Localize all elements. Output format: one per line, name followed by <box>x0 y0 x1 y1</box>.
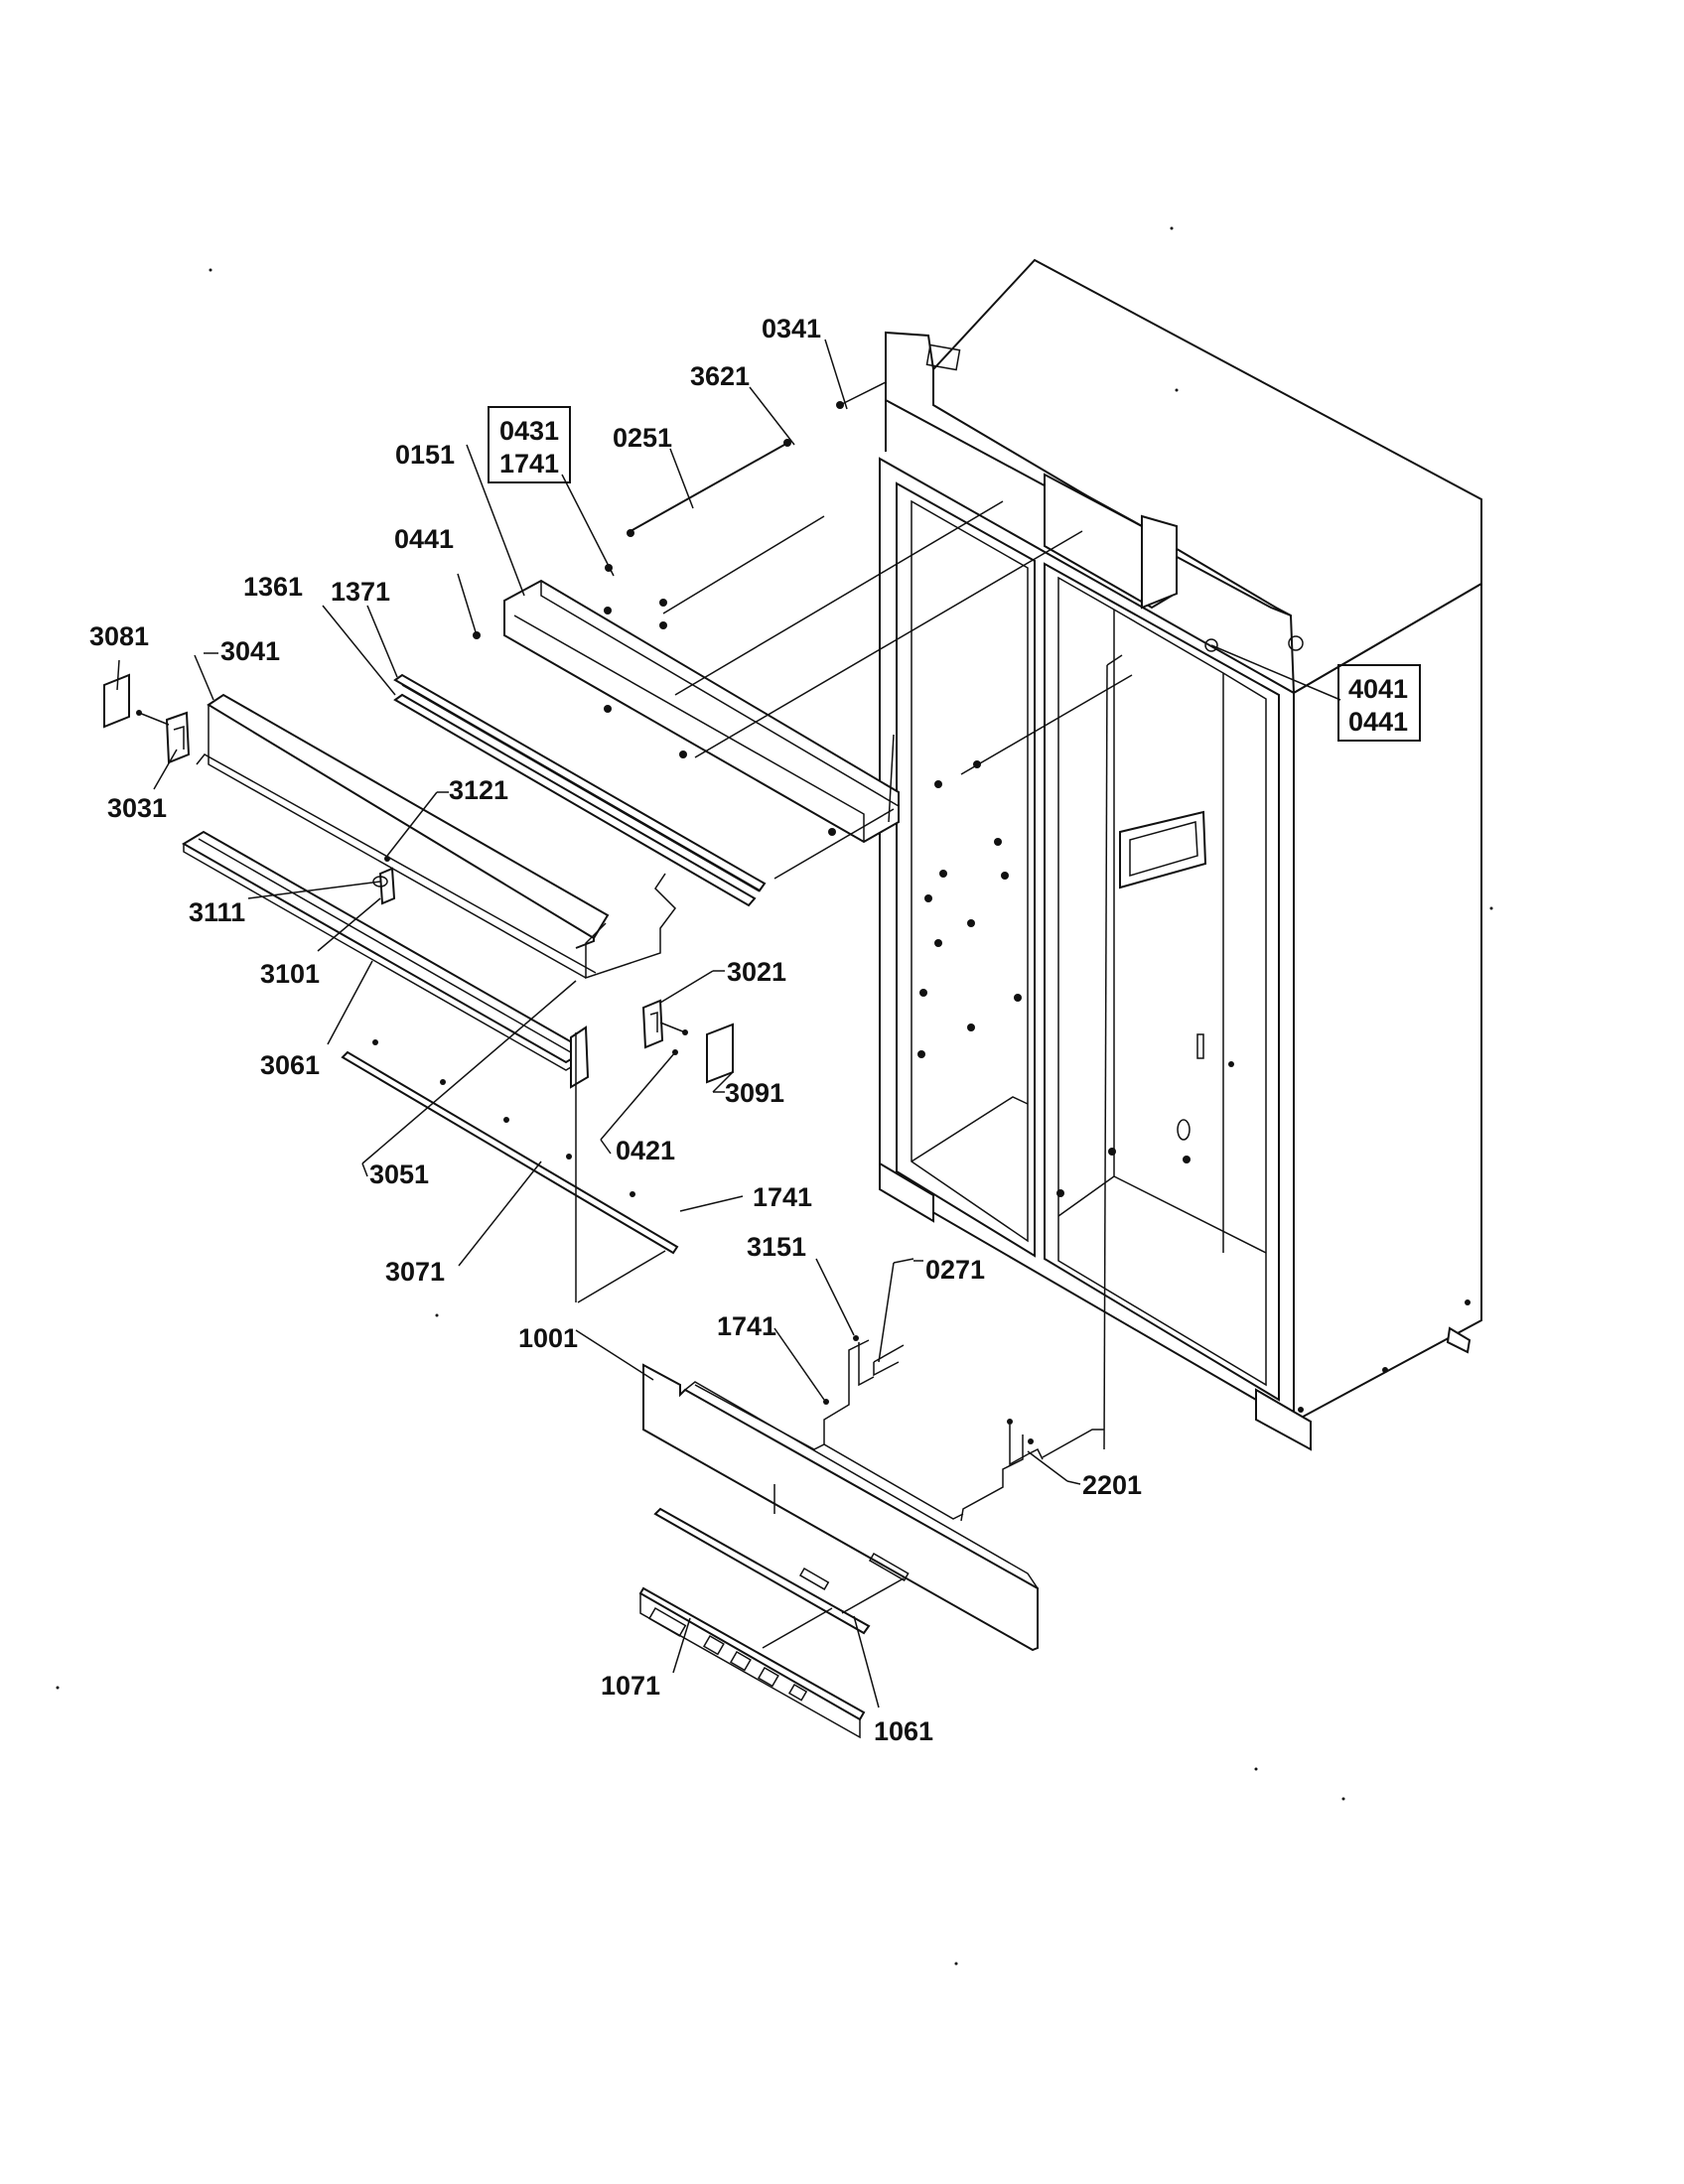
label-3101: 3101 <box>260 959 320 989</box>
label-0251: 0251 <box>613 423 672 453</box>
top-channel <box>503 579 981 844</box>
label-1741-mid: 1741 <box>753 1182 812 1212</box>
label-0431: 0431 <box>499 416 559 446</box>
label-box-right <box>1337 664 1421 742</box>
top-rod-assembly <box>473 381 887 639</box>
label-3091: 3091 <box>725 1078 784 1108</box>
label-1071: 1071 <box>601 1671 660 1701</box>
label-0151: 0151 <box>395 440 455 470</box>
label-3071: 3071 <box>385 1257 445 1287</box>
brackets <box>103 673 734 1084</box>
shelf-panel <box>196 693 676 980</box>
label-0271: 0271 <box>925 1255 985 1285</box>
label-3081: 3081 <box>89 621 149 651</box>
label-0441-right: 0441 <box>1348 707 1408 737</box>
part-labels: 0341 3621 0251 0431 1741 0151 0441 1361 … <box>89 314 1408 1746</box>
label-3051: 3051 <box>369 1160 429 1189</box>
label-3621: 3621 <box>690 361 750 391</box>
label-1371: 1371 <box>331 577 390 607</box>
label-3151: 3151 <box>747 1232 806 1262</box>
label-0441: 0441 <box>394 524 454 554</box>
label-box-top <box>488 406 571 483</box>
label-0341: 0341 <box>762 314 821 343</box>
label-1361: 1361 <box>243 572 303 602</box>
label-2201: 2201 <box>1082 1470 1142 1500</box>
label-3111: 3111 <box>189 897 245 927</box>
label-0421: 0421 <box>616 1136 675 1165</box>
label-3061: 3061 <box>260 1050 320 1080</box>
alignment-lines <box>662 500 1133 1450</box>
upper-rails <box>393 673 767 907</box>
label-3031: 3031 <box>107 793 167 823</box>
label-1741-bottom: 1741 <box>717 1311 776 1341</box>
label-1001: 1001 <box>518 1323 578 1353</box>
control-panel <box>638 1335 1104 1739</box>
label-1741-top: 1741 <box>499 449 559 478</box>
label-3021: 3021 <box>727 957 786 987</box>
label-3041: 3041 <box>220 636 280 666</box>
specks <box>56 226 1493 1966</box>
label-3121: 3121 <box>449 775 508 805</box>
label-1061: 1061 <box>874 1716 933 1746</box>
cabinet <box>879 258 1482 1451</box>
label-4041: 4041 <box>1348 674 1408 704</box>
leader-lines <box>116 339 1341 1708</box>
bottom-rail <box>341 1032 679 1303</box>
